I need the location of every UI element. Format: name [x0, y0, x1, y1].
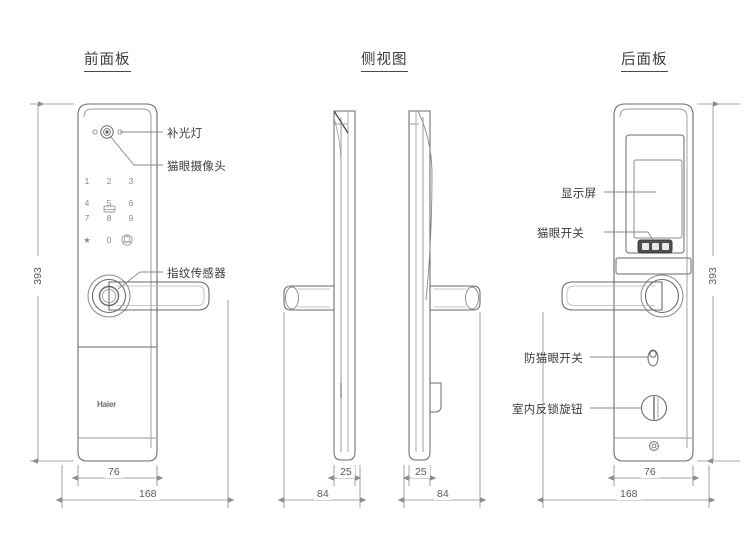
front-panel-drawing [77, 103, 210, 462]
dim-side-left-depth: 84 [314, 488, 332, 500]
dim-rear-width-inner: 76 [641, 466, 659, 478]
keypad-key-9[interactable]: 9 [128, 213, 134, 223]
rear-callout-leaders [590, 191, 656, 409]
callout-display-screen: 显示屏 [561, 186, 597, 200]
brand-logo: Haier [97, 400, 117, 409]
keypad-key-0[interactable]: 0 [106, 235, 112, 245]
dim-side-right-depth: 84 [434, 488, 452, 500]
callout-peephole-camera: 猫眼摄像头 [167, 159, 226, 173]
keypad-key-6[interactable]: 6 [128, 198, 134, 208]
rear-panel-drawing [561, 103, 694, 462]
keypad-key-3[interactable]: 3 [128, 176, 134, 186]
dimension-lines [30, 101, 740, 508]
front-callout-leaders [109, 131, 163, 290]
callout-fill-light: 补光灯 [167, 126, 203, 140]
callout-anti-peephole-switch: 防猫眼开关 [524, 351, 583, 365]
dim-rear-height: 393 [707, 256, 719, 296]
callout-fingerprint-sensor: 指纹传感器 [167, 266, 226, 280]
dim-front-height: 393 [32, 256, 44, 296]
dim-rear-width-outer: 168 [617, 488, 641, 500]
keypad-key-1[interactable]: 1 [84, 176, 90, 186]
keypad-key-star[interactable]: ★ [83, 235, 91, 245]
dim-side-right-thickness: 25 [412, 466, 430, 478]
side-view-right-drawing [408, 110, 481, 461]
keypad-key-2[interactable]: 2 [106, 176, 112, 186]
side-view-left-drawing [283, 110, 356, 461]
dim-front-width-outer: 168 [136, 488, 160, 500]
dim-front-width-inner: 76 [105, 466, 123, 478]
view-title-side: 侧视图 [361, 48, 408, 72]
view-title-front: 前面板 [84, 48, 131, 72]
callout-peephole-switch: 猫眼开关 [537, 226, 585, 240]
keypad-key-7[interactable]: 7 [84, 213, 90, 223]
dim-side-left-thickness: 25 [337, 466, 355, 478]
keypad-key-4[interactable]: 4 [84, 198, 90, 208]
keypad-key-8[interactable]: 8 [106, 213, 112, 223]
callout-indoor-deadbolt-knob: 室内反锁旋钮 [512, 402, 583, 416]
view-title-rear: 后面板 [621, 48, 668, 72]
keypad-key-5[interactable]: 5 [106, 198, 112, 208]
